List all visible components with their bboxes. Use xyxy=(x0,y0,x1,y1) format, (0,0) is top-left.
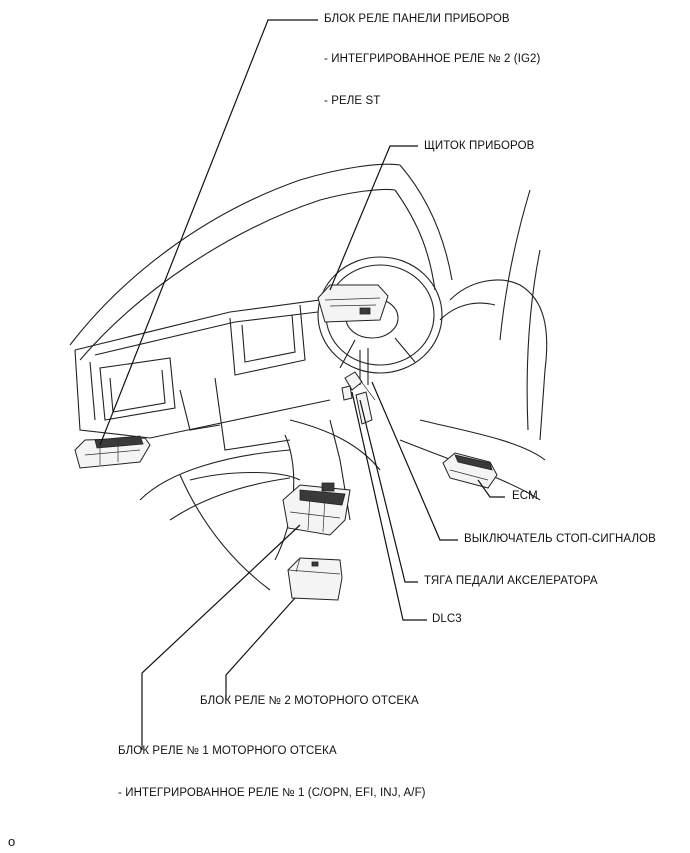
pedal-area-parts xyxy=(341,371,376,425)
vehicle-body-outline xyxy=(69,163,548,591)
label-combination-meter: ЩИТОК ПРИБОРОВ xyxy=(424,140,535,152)
combination-meter-part xyxy=(317,284,389,323)
label-ip-relay-block: БЛОК РЕЛЕ ПАНЕЛИ ПРИБОРОВ xyxy=(324,13,510,25)
leader-lines xyxy=(99,19,505,750)
label-stop-light-switch: ВЫКЛЮЧАТЕЛЬ СТОП-СИГНАЛОВ xyxy=(464,533,656,545)
label-accel-pedal-rod: ТЯГА ПЕДАЛИ АКСЕЛЕРАТОРА xyxy=(424,575,598,587)
label-st-relay: - РЕЛЕ ST xyxy=(324,95,381,107)
engine-room-relay-block-2-part xyxy=(287,557,343,601)
ecm-part xyxy=(442,452,498,489)
label-engine-relay-block-1: БЛОК РЕЛЕ № 1 МОТОРНОГО ОТСЕКА xyxy=(118,745,337,757)
label-integrated-relay-1: - ИНТЕГРИРОВАННОЕ РЕЛЕ № 1 (C/OPN, EFI, … xyxy=(118,787,426,799)
instrument-panel-relay-block-part xyxy=(74,435,151,469)
corner-mark: o xyxy=(8,834,16,849)
engine-room-relay-block-1-part xyxy=(282,482,351,536)
label-dlc3: DLC3 xyxy=(432,613,462,625)
label-engine-relay-block-2: БЛОК РЕЛЕ № 2 МОТОРНОГО ОТСЕКА xyxy=(200,695,419,707)
label-ecm: ECM xyxy=(512,490,538,502)
label-ig2-relay: - ИНТЕГРИРОВАННОЕ РЕЛЕ № 2 (IG2) xyxy=(324,53,541,65)
